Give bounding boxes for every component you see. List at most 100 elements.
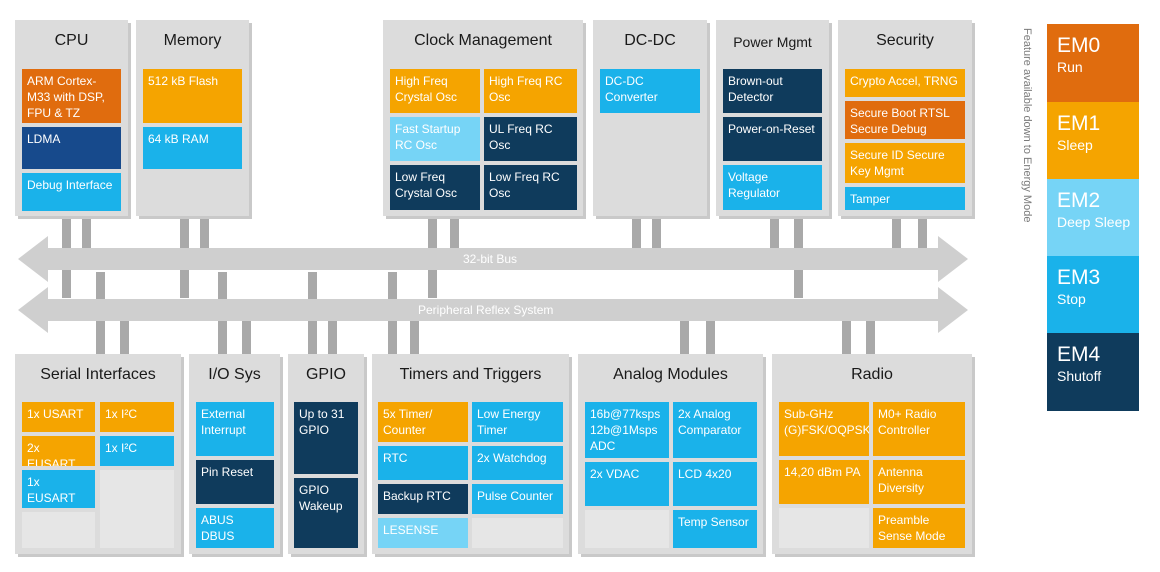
power-on-reset-block: Power-on-Reset [723,117,822,161]
gpio-count-block: Up to 31 GPIO [294,402,358,474]
sub-ghz-block: Sub-GHz (G)FSK/OQPSK) [779,402,869,456]
em3-legend: EM3 Stop [1047,256,1139,333]
empty-slot [22,512,95,548]
io-sys-panel: I/O Sys External Interrupt Pin Reset ABU… [189,354,280,554]
antenna-diversity-block: Antenna Diversity [873,460,965,504]
power-mgmt-title: Power Mgmt [733,34,812,50]
gpio-panel: GPIO Up to 31 GPIO GPIO Wakeup [288,354,364,554]
empty-slot [779,508,869,548]
fast-startup-rc-osc-block: Fast Startup RC Osc [390,117,480,161]
strut [918,216,927,252]
brown-out-detector-block: Brown-out Detector [723,69,822,113]
empty-slot [585,510,669,548]
timer-counter-block: 5x Timer/ Counter [378,402,468,442]
preamble-sense-block: Preamble Sense Mode [873,508,965,548]
strut [652,216,661,252]
strut [200,216,209,252]
usart-block: 1x USART [22,402,95,432]
strut [242,318,251,354]
abus-dbus-block: ABUS DBUS [196,508,274,548]
radio-controller-block: M0+ Radio Controller [873,402,965,456]
memory-panel: Memory 512 kB Flash 64 kB RAM [136,20,249,216]
strut [328,318,337,354]
strut [632,216,641,252]
em4-legend: EM4 Shutoff [1047,333,1139,411]
strut [450,216,459,252]
strut [120,318,129,354]
energy-mode-note: Feature available down to Energy Mode [1021,28,1033,223]
empty-slot [100,470,174,548]
cpu-title: CPU [54,32,89,49]
tamper-block: Tamper [845,187,965,210]
crypto-accel-block: Crypto Accel, TRNG [845,69,965,97]
low-energy-timer-block: Low Energy Timer [472,402,563,442]
timers-and-triggers-panel: Timers and Triggers 5x Timer/ Counter Lo… [372,354,569,554]
serial-interfaces-panel: Serial Interfaces 1x USART 1x I²C 2x EUS… [15,354,181,554]
peripheral-reflex-system-label: Peripheral Reflex System [418,303,554,317]
em1-legend: EM1 Sleep [1047,102,1139,179]
power-mgmt-panel: Power Mgmt Brown-out Detector Power-on-R… [716,20,829,216]
security-title: Security [876,32,934,49]
memory-title: Memory [163,32,222,49]
strut [842,318,851,354]
dcdc-panel: DC-DC DC-DC Converter [593,20,707,216]
lesense-block: LESENSE [378,518,468,548]
peripheral-reflex-system-arrow [18,287,968,333]
secure-boot-block: Secure Boot RTSL Secure Debug [845,101,965,139]
adc-block: 16b@77ksps 12b@1Msps ADC [585,402,669,458]
lcd-block: LCD 4x20 [673,462,757,506]
vdac-block: 2x VDAC [585,462,669,506]
analog-modules-title: Analog Modules [613,366,728,383]
dcdc-title: DC-DC [624,32,676,49]
voltage-regulator-block: Voltage Regulator [723,165,822,210]
strut [892,216,901,252]
ram-block: 64 kB RAM [143,127,242,169]
cpu-core-block: ARM Cortex-M33 with DSP, FPU & TZ [22,69,121,123]
lf-crystal-osc-block: Low Freq Crystal Osc [390,165,480,210]
hf-crystal-osc-block: High Freq Crystal Osc [390,69,480,113]
strut [82,216,91,252]
dcdc-converter-block: DC-DC Converter [600,69,700,113]
temp-sensor-block: Temp Sensor [673,510,757,548]
strut [706,318,715,354]
serial-interfaces-title: Serial Interfaces [40,366,156,383]
clock-management-panel: Clock Management High Freq Crystal Osc H… [383,20,583,216]
pulse-counter-block: Pulse Counter [472,484,563,514]
cpu-panel: CPU ARM Cortex-M33 with DSP, FPU & TZ LD… [15,20,128,216]
secure-id-block: Secure ID Secure Key Mgmt [845,143,965,183]
i2c-block-2: 1x I²C [100,436,174,466]
eusart-2x-block: 2x EUSART [22,436,95,466]
32-bit-bus-arrow [18,236,968,282]
empty-slot [472,518,563,548]
bus-arrows [18,236,968,333]
i2c-block-1: 1x I²C [100,402,174,432]
security-panel: Security Crypto Accel, TRNG Secure Boot … [838,20,972,216]
rtc-block: RTC [378,446,468,480]
gpio-title: GPIO [305,366,346,383]
eusart-1x-block: 1x EUSART [22,470,95,508]
em0-legend: EM0 Run [1047,24,1139,102]
backup-rtc-block: Backup RTC [378,484,468,514]
strut [866,318,875,354]
io-sys-title: I/O Sys [208,366,261,383]
ldma-block: LDMA [22,127,121,169]
strut [410,318,419,354]
lf-rc-osc-block: Low Freq RC Osc [484,165,577,210]
external-interrupt-block: External Interrupt [196,402,274,456]
timers-and-triggers-title: Timers and Triggers [399,366,542,383]
strut [680,318,689,354]
ul-freq-rc-osc-block: UL Freq RC Osc [484,117,577,161]
debug-interface-block: Debug Interface [22,173,121,211]
gpio-wakeup-block: GPIO Wakeup [294,478,358,548]
flash-block: 512 kB Flash [143,69,242,123]
analog-comparator-block: 2x Analog Comparator [673,402,757,458]
clock-management-title: Clock Management [414,32,552,49]
watchdog-block: 2x Watchdog [472,446,563,480]
pa-block: 14,20 dBm PA [779,460,869,504]
radio-panel: Radio Sub-GHz (G)FSK/OQPSK) M0+ Radio Co… [772,354,972,554]
32-bit-bus-label: 32-bit Bus [463,252,518,266]
pin-reset-block: Pin Reset [196,460,274,504]
radio-title: Radio [851,366,893,383]
em2-legend: EM2 Deep Sleep [1047,179,1139,256]
analog-modules-panel: Analog Modules 16b@77ksps 12b@1Msps ADC … [578,354,763,554]
